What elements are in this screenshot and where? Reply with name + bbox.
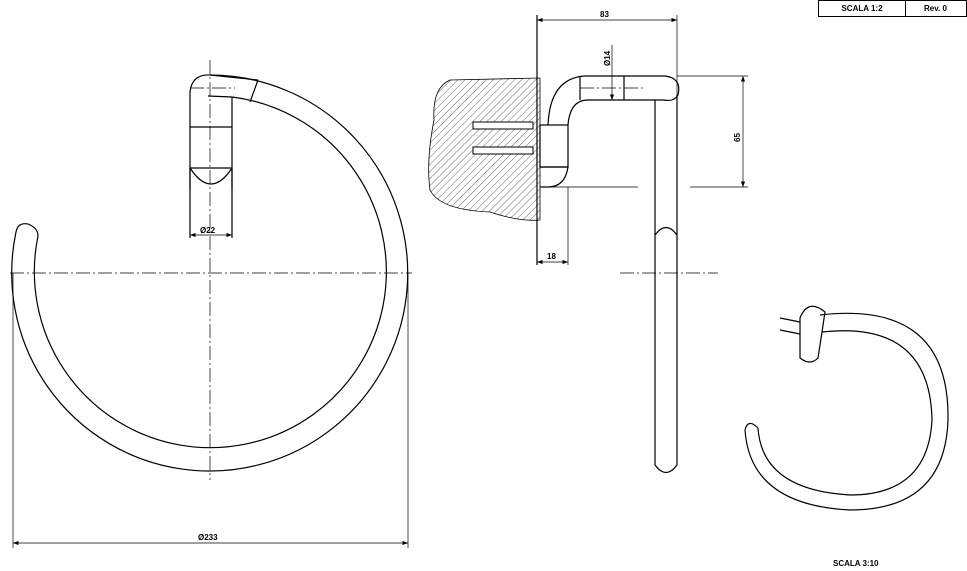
dim-projection: 83 (600, 10, 609, 19)
iso-scale-label: SCALA 3:10 (833, 559, 879, 568)
iso-view (744, 305, 949, 511)
vertical-rod (654, 95, 678, 474)
title-block-scale: SCALA 1:2 (818, 0, 906, 17)
dim-tube-diameter: Ø22 (200, 226, 216, 235)
wall-screws (472, 121, 534, 155)
ring-end-cap (15, 223, 39, 237)
ring-outer (11, 74, 409, 472)
side-view: 83 Ø14 65 18 (428, 10, 748, 474)
ring-inner (33, 96, 387, 449)
bracket (189, 74, 259, 190)
bracket-arm (547, 75, 680, 126)
dim-side-tube-diameter: Ø14 (603, 50, 612, 66)
dim-height: 65 (733, 133, 742, 142)
iso-bracket (799, 305, 826, 363)
front-view: Ø22 Ø233 (10, 60, 412, 548)
dim-base-depth: 18 (547, 252, 556, 261)
dim-ring-diameter: Ø233 (198, 533, 218, 542)
